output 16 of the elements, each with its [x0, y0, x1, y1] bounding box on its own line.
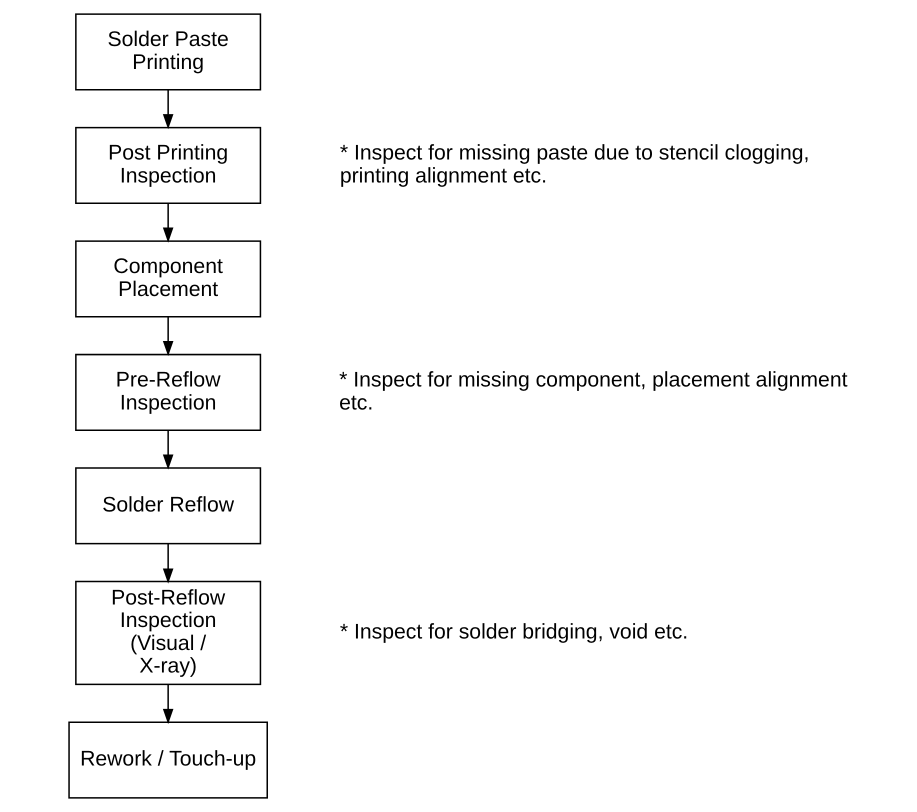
node-box: Solder Reflow: [74, 467, 261, 544]
node-label: * Inspect for missing component, placement alignment etc.: [338, 368, 847, 414]
node-box: Pre-Reflow Inspection: [74, 354, 261, 431]
node-box: Component Placement: [74, 240, 261, 318]
node-label: * Inspect for solder bridging, void etc.: [339, 620, 688, 644]
arrow: [162, 204, 173, 243]
arrow: [162, 684, 173, 724]
arrow: [162, 430, 173, 470]
arrow: [162, 544, 173, 584]
node-box: Solder Paste Printing: [74, 13, 261, 91]
node-label: * Inspect for missing paste due to stencil clogging, printing alignment etc.: [339, 142, 809, 188]
node-box: Post-Reflow Inspection (Visual / X-ray): [74, 580, 261, 686]
node-box: Post Printing Inspection: [74, 126, 261, 204]
arrow: [162, 90, 173, 130]
node-box: Rework / Touch-up: [68, 721, 268, 799]
arrow: [162, 317, 173, 356]
